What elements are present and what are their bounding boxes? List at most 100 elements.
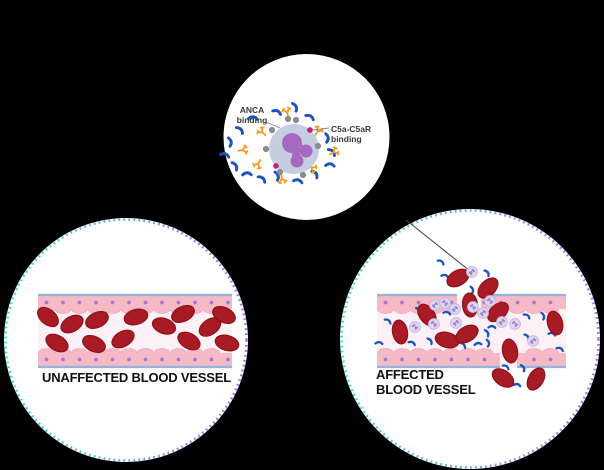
membrane-receptor-gray <box>299 171 307 179</box>
neutrophil-granule <box>514 324 517 328</box>
inset-connector-line <box>405 219 471 272</box>
endothelial-nucleus-dot <box>548 300 553 305</box>
red-blood-cell <box>123 308 149 326</box>
neutrophil-granule <box>516 323 519 326</box>
neutrophil-granule <box>491 300 494 303</box>
vessel-wall-band <box>38 353 232 366</box>
neutrophil-granule <box>532 337 535 340</box>
neutrophil-granule <box>531 339 534 342</box>
c5a-fragment <box>485 338 491 348</box>
membrane-receptor-gray <box>276 168 284 176</box>
vessel-wall-band <box>517 353 566 366</box>
neutrophil-granule <box>513 320 516 323</box>
endothelial-nucleus-dot <box>416 357 421 362</box>
red-blood-cell <box>501 338 519 364</box>
endothelial-nucleus-dot <box>176 300 181 305</box>
endothelial-nucleus-dot <box>94 357 98 362</box>
neutrophil-granule <box>474 306 477 309</box>
neutrophil-granule <box>468 271 471 274</box>
endothelial-nucleus-dot <box>77 357 82 362</box>
neutrophil-granule <box>444 303 447 307</box>
c5a-receptor-magenta <box>273 163 279 169</box>
neutrophil-granule <box>432 320 435 323</box>
endothelial-nucleus-dot <box>94 300 98 305</box>
unaffected-vessel-label: UNAFFECTED BLOOD VESSEL <box>42 370 231 385</box>
label-pointer-line <box>265 121 281 129</box>
endothelial-nucleus-dot <box>193 357 197 362</box>
anca-antibody <box>256 126 267 137</box>
neutrophil-granule <box>470 270 473 273</box>
endothelial-nucleus-dot <box>209 357 214 362</box>
neutrophil-granule <box>453 307 456 310</box>
endothelial-nucleus-dot <box>209 300 214 305</box>
right-circle-dotted-ring <box>340 209 600 469</box>
endothelial-nucleus-dot <box>127 300 131 305</box>
neutrophil-granule <box>472 307 475 311</box>
c5a-fragment <box>519 363 526 373</box>
neutrophil-granule <box>531 341 534 345</box>
neutrophil-granule <box>413 323 416 326</box>
neutrophil-granule <box>498 321 501 324</box>
label-pointer-line <box>312 127 330 131</box>
neutrophil-nucleus-lobe <box>292 151 300 159</box>
red-blood-cell <box>45 333 69 353</box>
neutrophil-granule <box>452 322 455 325</box>
endothelial-nucleus-dot <box>110 357 115 362</box>
red-blood-cell <box>212 305 236 325</box>
c5a-fragment <box>522 313 531 320</box>
c5a-fragment <box>230 161 239 172</box>
c5a-fragment <box>219 152 231 159</box>
c5a-fragment <box>271 109 282 116</box>
endothelial-nucleus-dot <box>226 357 230 362</box>
c5a-fragment <box>442 310 452 316</box>
red-blood-cell <box>455 324 479 344</box>
c5a-fragment <box>324 162 336 168</box>
red-blood-cell <box>37 306 59 328</box>
endothelial-nucleus-dot <box>160 300 164 305</box>
endothelial-nucleus-dot <box>143 357 148 362</box>
membrane-receptor-gray <box>262 145 270 153</box>
endothelial-nucleus-dot <box>515 300 520 305</box>
endothelial-nucleus-dot <box>160 357 164 362</box>
c5a-fragment <box>501 364 510 371</box>
red-blood-cell <box>477 277 499 299</box>
red-blood-cell <box>177 331 201 351</box>
endothelial-nucleus-dot <box>433 357 437 362</box>
neutrophil-granule <box>501 318 504 321</box>
c5a-receptor-magenta <box>307 127 313 133</box>
neutrophil-granule <box>455 319 458 322</box>
endothelial-nucleus-dot <box>416 300 421 305</box>
c5a-fragment <box>483 328 490 338</box>
endothelial-nucleus-dot <box>400 300 404 305</box>
neutrophil-granule <box>481 311 484 314</box>
c5a-fragment <box>234 126 244 135</box>
neutrophil-granule <box>479 312 482 315</box>
endothelial-nucleus-dot <box>44 357 49 362</box>
c5a-fragment <box>226 136 233 148</box>
c5a-fragment <box>469 285 475 295</box>
red-blood-cell <box>434 331 460 349</box>
endothelial-nucleus-dot <box>44 300 49 305</box>
neutrophil-granule <box>514 322 517 325</box>
neutrophil-granule <box>529 340 532 343</box>
neutrophil-granule <box>488 297 491 300</box>
red-blood-cell <box>171 304 195 324</box>
c5a-fragment <box>440 273 450 279</box>
neutrophil-granule <box>482 309 485 312</box>
neutrophil-granule <box>470 272 473 276</box>
neutrophil-granule <box>489 299 492 302</box>
neutrophil-granule <box>444 301 447 304</box>
red-blood-cell <box>526 367 546 391</box>
red-blood-cell <box>60 314 84 334</box>
neutrophil-granule <box>500 322 503 326</box>
inset-activated-neutrophil <box>219 101 340 185</box>
neutrophil-granule <box>443 299 446 302</box>
membrane-receptor-gray <box>268 126 276 134</box>
c5ar-binding-label: C5a-C5aR binding <box>331 124 372 144</box>
endothelial-nucleus-dot <box>143 300 148 305</box>
neutrophil-granule <box>435 323 438 326</box>
anca-antibody <box>252 159 262 170</box>
endothelial-nucleus-dot <box>61 357 65 362</box>
neutrophil-granule <box>416 326 419 329</box>
c5a-fragment <box>473 341 483 347</box>
